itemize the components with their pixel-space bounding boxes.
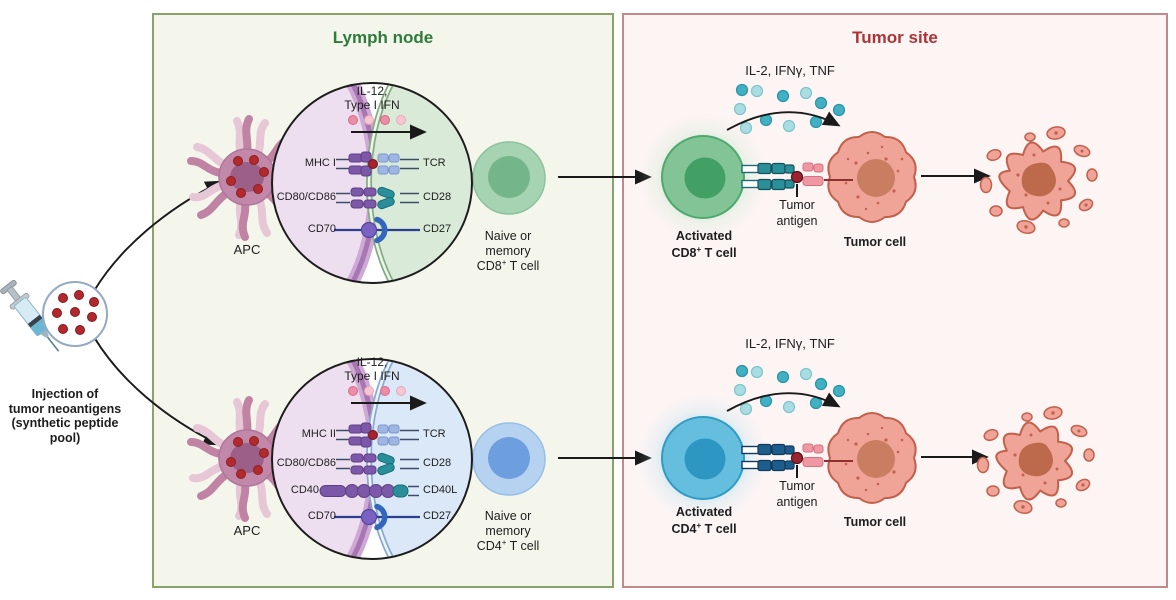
il12-dots-top (348, 115, 406, 125)
injection-line: (synthetic peptide (11, 416, 119, 430)
il12-dots-bottom (348, 386, 406, 396)
cytokine-label-top: IL-2, IFNγ, TNF (745, 63, 835, 78)
il12-line2: Type I IFN (344, 369, 400, 383)
label-line: Activated (675, 505, 733, 519)
tumor-site-title: Tumor site (852, 28, 938, 47)
label-line: CD4+ T cell (671, 520, 737, 536)
il12-line1: IL-12, (356, 355, 388, 369)
apc-label-bottom: APC (233, 523, 261, 538)
naive-cd8-cell (472, 141, 546, 215)
receptor-label-cd70-top: CD70 (307, 223, 336, 235)
naive-cd4-cell (472, 422, 546, 496)
tumor-cell-label-top: Tumor cell (843, 235, 907, 249)
injection-line: tumor neoantigens (8, 401, 122, 416)
receptor-label-cd80-top: CD80/CD86 (276, 191, 336, 203)
cytokine-cloud-top (727, 85, 845, 134)
label-line: Tumor (779, 198, 815, 212)
receptor-label-cd40: CD40 (290, 484, 319, 496)
label-line: CD8+ T cell (476, 257, 540, 273)
il12-line2: Type I IFN (344, 98, 400, 112)
receptor-label-cd27-top: CD27 (423, 223, 452, 235)
lymph-node-title: Lymph node (332, 28, 434, 47)
cd4-tumor-synapse (741, 443, 853, 478)
peptide-pool-circle (42, 281, 108, 347)
receptor-label-cd40l: CD40L (423, 484, 458, 496)
apc-label-top: APC (233, 242, 261, 257)
label-line: CD8+ T cell (671, 244, 737, 260)
il12-label-bottom: IL-12, Type I IFN (322, 355, 422, 383)
tumor-antigen-label-top: Tumor antigen (752, 198, 842, 229)
receptor-label-cd27-bottom: CD27 (423, 510, 452, 522)
naive-cd8-label: Naive or memory CD8+ T cell (448, 229, 568, 274)
label-line: Activated (675, 229, 733, 243)
injection-arrow-bottom (93, 336, 221, 446)
receptor-label-cd28-top: CD28 (423, 191, 452, 203)
tumor-cell-label-bottom: Tumor cell (843, 515, 907, 529)
label-line: Naive or (484, 509, 532, 523)
dead-tumor-cell-top (979, 124, 1098, 237)
activated-cd4-label: Activated CD4+ T cell (644, 504, 764, 537)
label-line: memory (485, 524, 531, 538)
receptor-label-tcr-bottom: TCR (423, 428, 446, 440)
cd40-cd40l-pair (319, 484, 419, 498)
il12-label-top: IL-12, Type I IFN (322, 84, 422, 112)
injection-line: Injection of (31, 387, 99, 401)
receptor-label-cd70-bottom: CD70 (307, 510, 336, 522)
cd8-synapse-circle (271, 82, 473, 284)
il12-line1: IL-12, (356, 84, 388, 98)
activated-cd4-cell (639, 394, 767, 522)
injection-label: Injection of tumor neoantigens (syntheti… (0, 387, 130, 445)
cd4-synapse-circle (271, 358, 473, 560)
activated-cd8-label: Activated CD8+ T cell (644, 228, 764, 261)
cytokine-cloud-bottom (727, 366, 845, 415)
label-line: memory (485, 244, 531, 258)
receptor-label-mhc2: MHC II (301, 428, 336, 440)
receptor-label-cd80-bottom: CD80/CD86 (276, 457, 336, 469)
label-line: Tumor (779, 479, 815, 493)
dead-tumor-cell-bottom (976, 404, 1095, 517)
naive-cd4-label: Naive or memory CD4+ T cell (448, 509, 568, 554)
tumor-antigen-label-bottom: Tumor antigen (752, 479, 842, 510)
label-line: CD4+ T cell (476, 537, 540, 553)
injection-line: pool) (49, 430, 81, 445)
cd8-tumor-synapse (741, 162, 853, 197)
label-line: antigen (776, 494, 818, 509)
label-line: Naive or (484, 229, 532, 243)
receptor-label-mhc1: MHC I (304, 157, 336, 169)
activated-cd8-cell (639, 113, 767, 241)
receptor-label-tcr-top: TCR (423, 157, 446, 169)
label-line: antigen (776, 213, 818, 228)
receptor-label-cd28-bottom: CD28 (423, 457, 452, 469)
cytokine-label-bottom: IL-2, IFNγ, TNF (745, 336, 835, 351)
